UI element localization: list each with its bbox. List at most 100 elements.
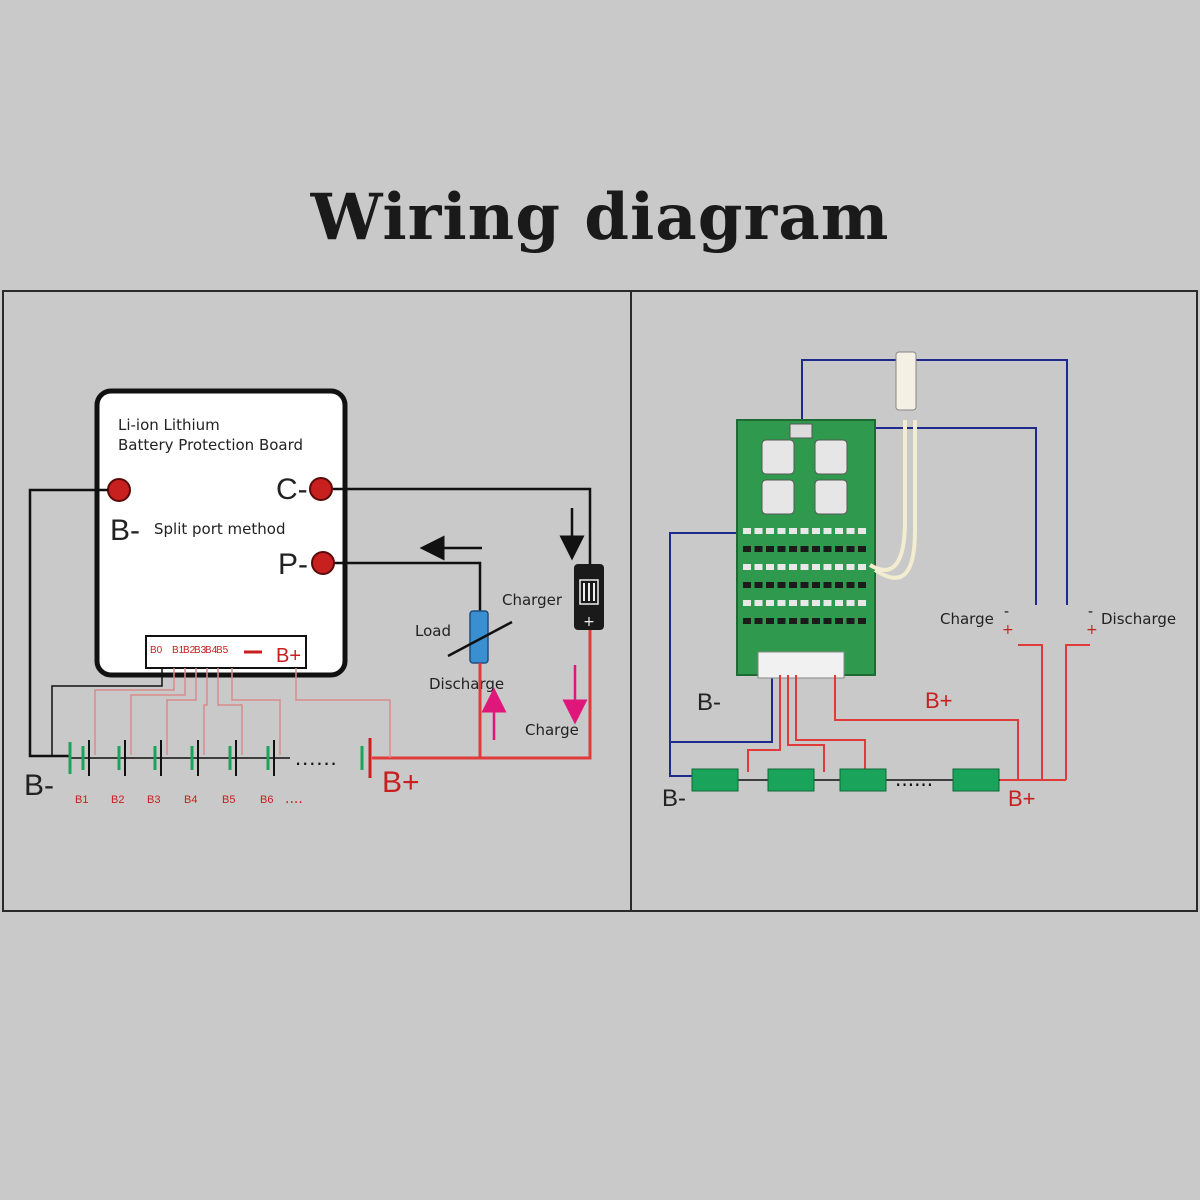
- pcb-component: [858, 582, 866, 588]
- pcb-component: [777, 528, 786, 534]
- pcb-component: [835, 618, 843, 624]
- pcb-component: [743, 618, 751, 624]
- blue-wires: [669, 359, 1068, 777]
- battery-cell: [190, 740, 199, 776]
- red-wires: [747, 644, 1090, 781]
- pcb-component: [766, 528, 774, 534]
- pcb-component: [858, 528, 866, 534]
- pcb-component: [835, 528, 843, 534]
- pcb-component: [800, 546, 809, 552]
- pcb-component: [743, 600, 751, 606]
- pcb-component: [743, 564, 751, 570]
- pcb-component: [743, 582, 751, 588]
- wire-b0: [51, 668, 163, 756]
- b-minus-bottom-right: B-: [662, 785, 686, 812]
- pcb-component: [754, 564, 763, 570]
- wire-p-minus: [335, 561, 482, 612]
- pcb-component: [789, 618, 797, 624]
- pcb-components: [743, 528, 866, 624]
- terminal-p-minus-label: P-: [278, 548, 308, 581]
- connector-b-plus-label: B+: [276, 645, 301, 667]
- pcb-component: [846, 564, 855, 570]
- connector-pin-4: B4: [205, 645, 218, 656]
- battery-cell: [117, 740, 126, 776]
- pcb-component: [800, 600, 809, 606]
- b-minus-top-right: B-: [697, 689, 721, 716]
- balance-connector: [145, 635, 307, 669]
- connector-b0-label: B0: [150, 645, 163, 656]
- cable-plug: [895, 351, 917, 411]
- cell-dots-right: ......: [895, 767, 933, 791]
- connector-pin-1: B1: [172, 645, 185, 656]
- pcb-component: [766, 582, 774, 588]
- cell-label: B3: [147, 794, 160, 806]
- connector-pin-3: B3: [194, 645, 207, 656]
- b-plus-top-right: B+: [925, 688, 953, 713]
- cell-string-right: ......: [691, 767, 1000, 792]
- sense-cable: [868, 420, 917, 580]
- cell-label: B5: [222, 794, 235, 806]
- pcb-connector: [757, 651, 845, 679]
- wire-b-minus: [28, 488, 108, 758]
- pcb-component: [777, 546, 786, 552]
- pcb-component: [858, 600, 866, 606]
- pcb-component: [777, 618, 786, 624]
- discharge-label: Discharge: [429, 675, 504, 693]
- pcb-component: [766, 600, 774, 606]
- bottom-b-plus-label: B+: [382, 766, 420, 799]
- wire-c-minus: [333, 487, 592, 566]
- pcb-component: [858, 564, 866, 570]
- connector-pin-5: B5: [216, 645, 229, 656]
- pcb-component: [743, 528, 751, 534]
- terminal-c-minus-label: C-: [276, 473, 308, 506]
- pcb-component: [789, 564, 797, 570]
- pcb-component: [754, 618, 763, 624]
- page-title: Wiring diagram: [310, 180, 890, 255]
- pcb-component: [812, 528, 820, 534]
- pcb-component: [823, 546, 832, 552]
- pcb-component: [800, 618, 809, 624]
- cell-1: [691, 768, 739, 792]
- right-schematic: ...... Charge Discharge - + - + B- B+ B-…: [662, 351, 1176, 812]
- pcb-component: [777, 582, 786, 588]
- pcb-component: [754, 528, 763, 534]
- pcb-component: [789, 528, 797, 534]
- charge-label: Charge: [525, 721, 579, 739]
- charge-minus: -: [1004, 604, 1009, 620]
- board-title-line1: Li-ion Lithium: [118, 416, 220, 434]
- pcb-component: [858, 546, 866, 552]
- pcb-component: [766, 618, 774, 624]
- b-plus-bottom-right: B+: [1008, 786, 1036, 811]
- pcb-component: [800, 564, 809, 570]
- board-title-line2: Battery Protection Board: [118, 436, 303, 454]
- pcb-component: [766, 564, 774, 570]
- pcb-component: [846, 600, 855, 606]
- pcb-component: [835, 600, 843, 606]
- pcb-component: [858, 618, 866, 624]
- charger-label: Charger: [502, 591, 563, 609]
- pcb-component: [846, 546, 855, 552]
- battery-cell: [81, 740, 90, 776]
- pcb-component: [754, 546, 763, 552]
- terminal-b-minus: [107, 478, 131, 502]
- pcb-component: [812, 546, 820, 552]
- wire-b-plus-bus: [372, 630, 592, 760]
- pcb-component: [789, 546, 797, 552]
- terminal-c-minus: [309, 477, 333, 501]
- battery-cell: [266, 740, 275, 776]
- method-label: Split port method: [154, 520, 285, 538]
- load-label: Load: [415, 622, 451, 640]
- pcb-component: [812, 582, 820, 588]
- left-schematic: Li-ion Lithium Battery Protection Board …: [24, 388, 604, 807]
- terminal-b-minus-label: B-: [110, 514, 140, 547]
- charge-plus: +: [1002, 622, 1014, 638]
- pcb-component: [754, 582, 763, 588]
- pcb-component: [835, 582, 843, 588]
- cell-dots: ......: [295, 745, 338, 770]
- pcb-component: [812, 564, 820, 570]
- cells-more: ....: [285, 791, 303, 807]
- discharge-label-right: Discharge: [1101, 610, 1176, 628]
- cell-label: B2: [111, 794, 124, 806]
- pcb-component: [835, 564, 843, 570]
